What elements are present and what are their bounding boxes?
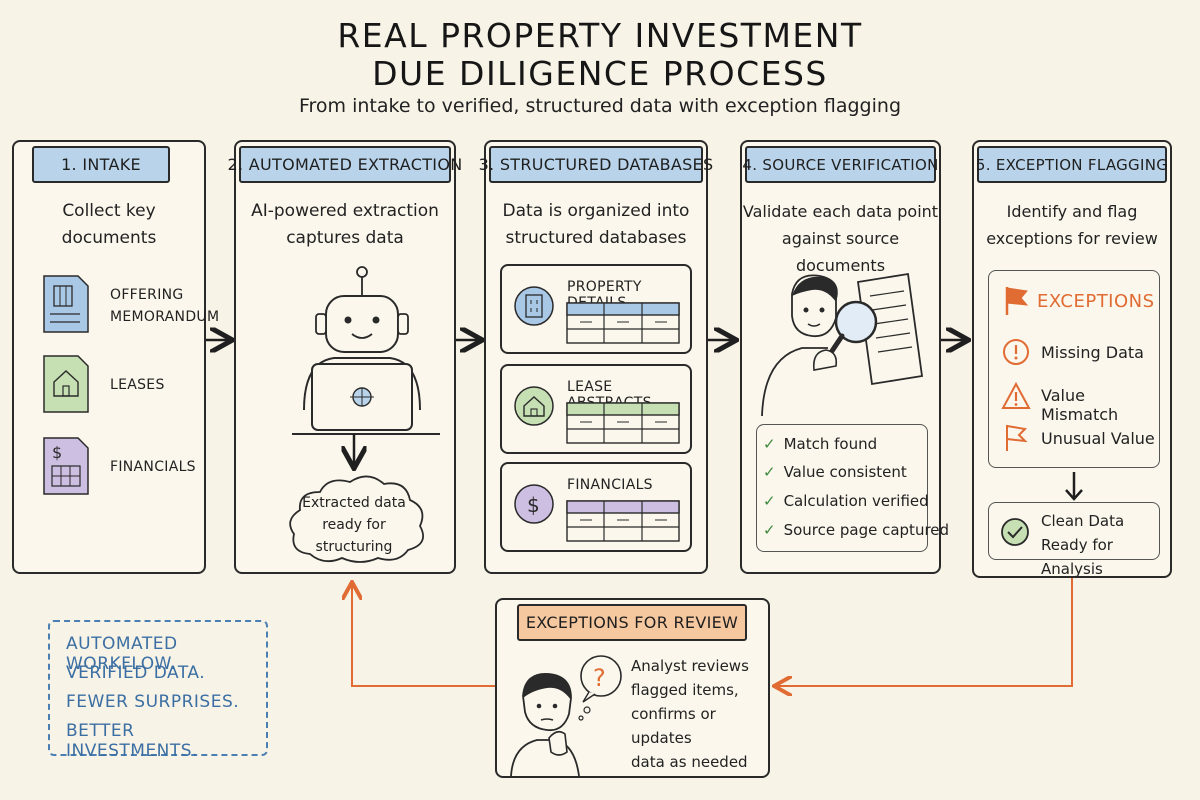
arrow-flagging-to-review xyxy=(776,578,1073,686)
robot-laptop-illustration xyxy=(292,266,440,472)
page-subtitle: From intake to verified, structured data… xyxy=(298,95,902,117)
dollar-table-icon: $ xyxy=(43,437,89,495)
dollar-icon: $ xyxy=(514,484,554,524)
db-card-property-details: PROPERTY DETAILS xyxy=(500,264,692,354)
exception-item-value-mismatch: Value Mismatch xyxy=(1041,386,1119,424)
check-circle-icon xyxy=(1001,518,1029,546)
page-title-line-2: DUE DILIGENCE PROCESS xyxy=(372,54,828,93)
flag-icon xyxy=(1005,287,1029,315)
alert-circle-icon xyxy=(1003,339,1029,365)
thinking-analyst-illustration: ? xyxy=(510,655,622,776)
table-grid-icon xyxy=(566,302,680,344)
page-title-line-1: REAL PROPERTY INVESTMENT xyxy=(337,16,863,55)
table-grid-icon xyxy=(566,500,680,542)
house-icon xyxy=(43,355,89,413)
exceptions-review-tag: EXCEPTIONS FOR REVIEW xyxy=(517,604,747,641)
check-icon: ✓ xyxy=(763,463,776,481)
house-icon xyxy=(514,386,554,426)
check-icon: ✓ xyxy=(763,435,776,453)
doc-label-financials: FINANCIALS xyxy=(110,459,196,475)
slogan-line: VERIFIED DATA. xyxy=(66,663,206,683)
exception-item-unusual-value: Unusual Value xyxy=(1041,429,1155,448)
svg-text:?: ? xyxy=(593,664,606,692)
db-card-financials: $ FINANCIALS xyxy=(500,462,692,552)
down-arrow xyxy=(1065,472,1083,501)
slogan-box: AUTOMATED WORKFLOW. VERIFIED DATA. FEWER… xyxy=(48,620,268,761)
stage-verification-tag: 4. SOURCE VERIFICATION xyxy=(742,146,938,183)
intake-document-icons: $ xyxy=(43,275,89,495)
slogan-line: FEWER SURPRISES. xyxy=(66,692,240,712)
check-item: ✓Calculation verified xyxy=(763,492,929,510)
slogan-line: AUTOMATED WORKFLOW. xyxy=(66,634,178,674)
stage-databases-tag: 3. STRUCTURED DATABASES xyxy=(479,146,713,183)
stage-extraction-tag: 2. AUTOMATED EXTRACTION xyxy=(228,146,462,183)
check-icon: ✓ xyxy=(763,492,776,510)
verification-checklist: ✓Match found ✓Value consistent ✓Calculat… xyxy=(756,424,949,552)
stage-verification: 4. SOURCE VERIFICATION Validate each dat… xyxy=(740,140,949,574)
svg-text:$: $ xyxy=(527,493,540,517)
arrow-review-to-extraction xyxy=(352,584,495,687)
check-item: ✓Match found xyxy=(763,435,878,453)
table-grid-icon xyxy=(566,402,680,444)
exception-item-missing-data: Missing Data xyxy=(1041,343,1144,362)
stage-flagging-tag: 5. EXCEPTION FLAGGING xyxy=(976,146,1168,183)
exceptions-title: EXCEPTIONS xyxy=(1037,291,1155,312)
svg-text:$: $ xyxy=(52,443,62,462)
stage-intake-tag: 1. INTAKE xyxy=(32,146,170,183)
db-label: FINANCIALS xyxy=(567,477,653,493)
doc-label-leases: LEASES xyxy=(110,377,165,393)
db-card-lease-abstracts: LEASE ABSTRACTS xyxy=(500,364,692,454)
stage-databases: 3. STRUCTURED DATABASES Data is organize… xyxy=(479,140,713,574)
warning-triangle-icon xyxy=(1001,381,1031,409)
exceptions-panel: EXCEPTIONS Missing Data Value Mismatch U… xyxy=(988,270,1160,468)
building-icon xyxy=(43,275,89,333)
building-icon xyxy=(514,286,554,326)
check-icon: ✓ xyxy=(763,521,776,539)
check-item: ✓Source page captured xyxy=(763,521,950,539)
cloud-shape xyxy=(289,475,424,563)
slogan-line: BETTER INVESTMENTS. xyxy=(66,721,198,761)
person-with-magnifier-illustration xyxy=(761,272,924,416)
check-item: ✓Value consistent xyxy=(763,463,907,481)
flag-outline-icon xyxy=(1006,425,1028,451)
